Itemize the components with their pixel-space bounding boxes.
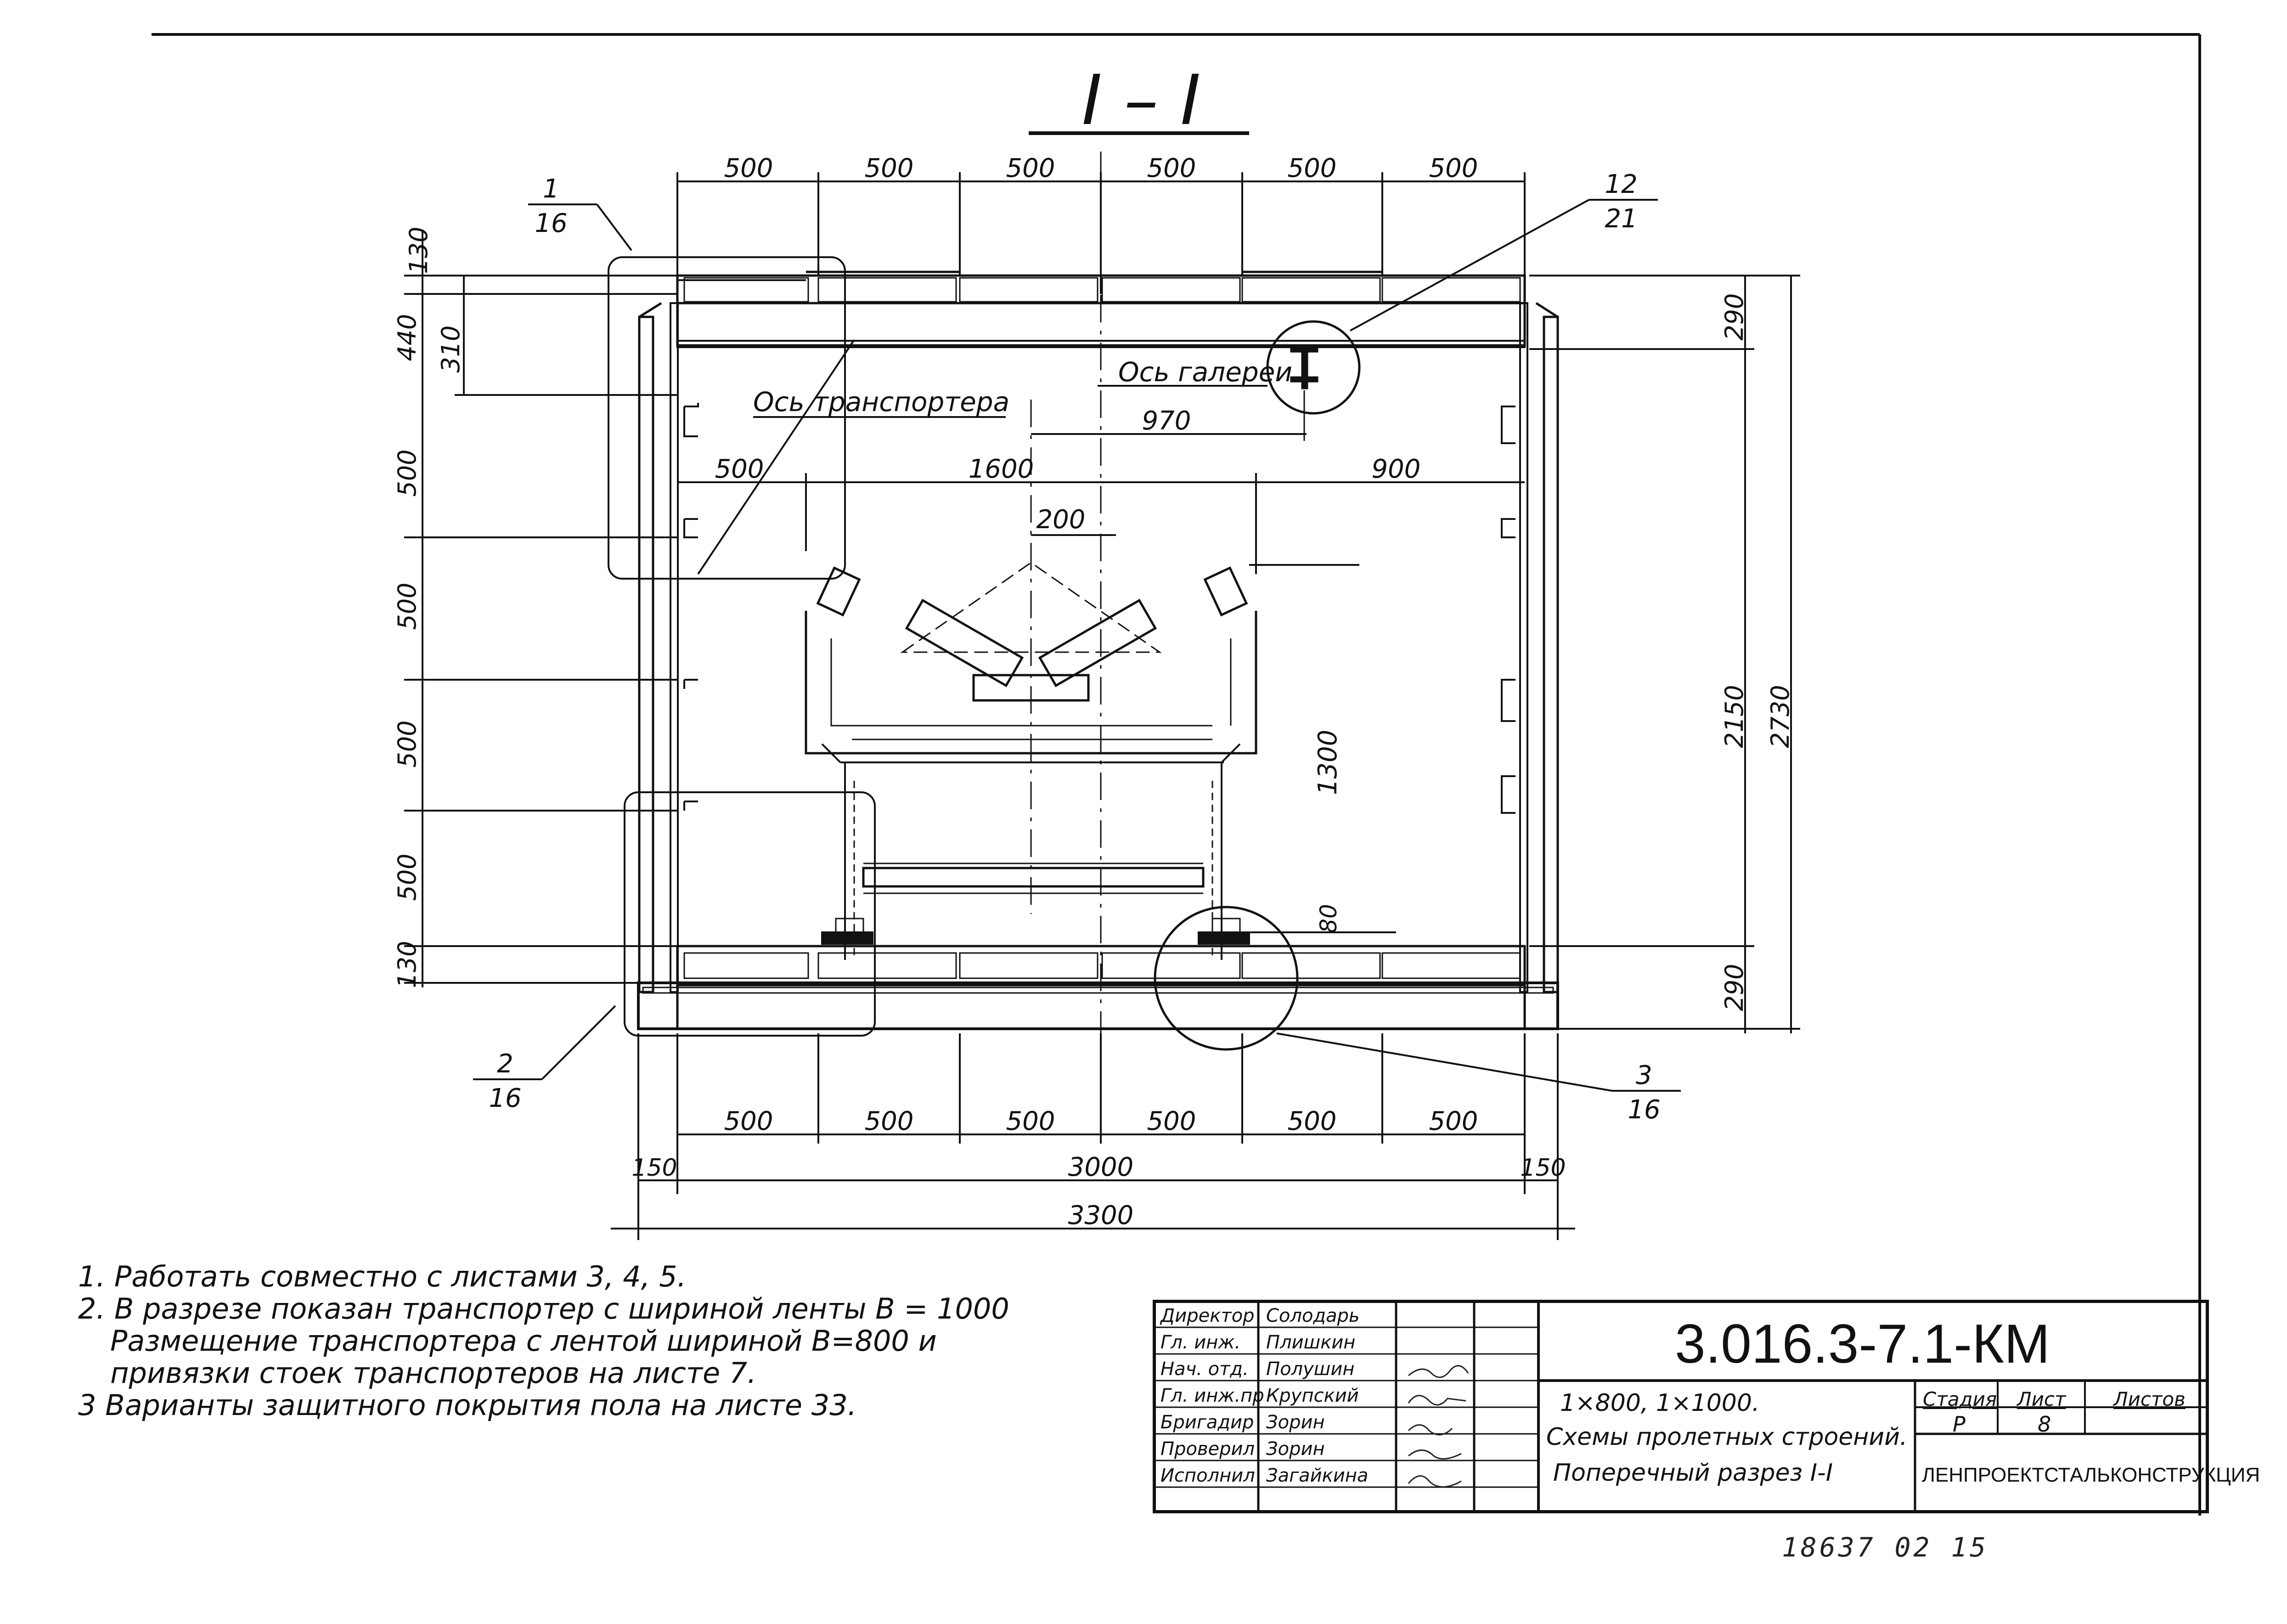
note-2-cont-2: привязки стоек транспортеров на листе 7. (110, 1356, 756, 1390)
callout-2-number: 2 (497, 1049, 513, 1079)
dim-bottom-3300: 3300 (1068, 1201, 1134, 1230)
section-title: I – I (1082, 61, 1201, 141)
dim-interior-900: 900 (1372, 454, 1421, 484)
stage-header: Стадия (1923, 1388, 1997, 1410)
left-dimension-chain (404, 230, 677, 987)
name-executed: Загайкина (1266, 1465, 1369, 1486)
bottom-dimension-chains (611, 1033, 1575, 1240)
dim-left-440: 440 (393, 314, 422, 361)
dim-right-2730: 2730 (1766, 685, 1795, 748)
archive-number: 18637 02 15 (1782, 1532, 1989, 1563)
sheet-value: 8 (2038, 1412, 2051, 1437)
dim-top-2: 500 (865, 153, 914, 183)
callout-2-sheet: 16 (489, 1083, 521, 1113)
role-team-lead: Бригадир (1160, 1412, 1254, 1433)
dim-conveyor-80: 80 (1315, 904, 1342, 933)
sheets-header: Листов (2113, 1388, 2186, 1410)
callout-3: 3 16 (1276, 1032, 1681, 1125)
dim-top-3: 500 (1006, 153, 1055, 183)
gallery-structure (637, 271, 1559, 1030)
label-axis-gallery: Ось галереи (1118, 356, 1292, 388)
dim-bottom-3: 500 (1006, 1106, 1055, 1136)
callout-1-number: 1 (543, 174, 559, 204)
dim-conveyor-200: 200 (1036, 505, 1086, 535)
dim-bottom-150-right: 150 (1520, 1154, 1566, 1182)
callout-3-sheet: 16 (1628, 1095, 1660, 1125)
dim-top-5: 500 (1288, 153, 1337, 183)
dim-conveyor-1300: 1300 (1313, 730, 1343, 795)
note-3: 3 Варианты защитного покрытия пола на ли… (78, 1388, 857, 1422)
detail-box-2 (624, 791, 876, 1037)
dim-axis-970: 970 (1142, 406, 1191, 436)
sheet-header: Лист (2017, 1388, 2066, 1410)
detail-circle-3 (1154, 906, 1299, 1051)
interior-dimensions (677, 385, 1525, 933)
dim-bottom-2: 500 (865, 1106, 914, 1136)
leader-axis-conveyor (697, 339, 855, 575)
note-1: 1. Работать совместно с листами 3, 4, 5. (78, 1260, 687, 1293)
role-executed: Исполнил (1160, 1465, 1255, 1486)
callout-12-sheet: 21 (1605, 204, 1637, 234)
dim-right-290-bottom: 290 (1720, 964, 1749, 1011)
description-line-3: Поперечный разрез I-I (1553, 1459, 1833, 1487)
dim-bottom-1: 500 (724, 1106, 773, 1136)
callout-1-sheet: 16 (535, 209, 567, 238)
dim-bottom-4: 500 (1147, 1106, 1196, 1136)
dim-right-2150: 2150 (1720, 685, 1749, 748)
role-dept-head: Нач. отд. (1160, 1359, 1249, 1380)
right-dimension-chain (1529, 275, 1800, 1033)
callout-12: 12 21 (1350, 169, 1658, 332)
organization: ЛЕНПРОЕКТСТАЛЬКОНСТРУКЦИЯ (1922, 1464, 2260, 1486)
dim-bottom-6: 500 (1429, 1106, 1478, 1136)
detail-circle-12 (1266, 320, 1361, 415)
name-dept-head: Полушин (1266, 1359, 1355, 1380)
role-chief-engineer: Гл. инж. (1160, 1332, 1241, 1353)
name-director: Солодарь (1266, 1305, 1360, 1326)
conveyor (805, 400, 1257, 960)
note-2: 2. В разрезе показан транспортер с ширин… (78, 1292, 1009, 1325)
top-dimension-chain: 500 500 500 500 500 500 (676, 153, 1526, 294)
callout-1: 1 16 (528, 174, 632, 251)
dim-interior-1600: 1600 (969, 454, 1034, 484)
general-notes: 1. Работать совместно с листами 3, 4, 5.… (78, 1261, 1134, 1421)
dim-top-1: 500 (724, 153, 773, 183)
dim-interior-500: 500 (715, 454, 764, 484)
dim-bottom-3000: 3000 (1068, 1152, 1134, 1182)
dim-right-290-top: 290 (1720, 293, 1749, 340)
gallery-axis-beam (1290, 346, 1318, 441)
dim-top-6: 500 (1429, 153, 1478, 183)
description-line-2: Схемы пролетных строений. (1546, 1423, 1908, 1451)
role-director: Директор (1160, 1305, 1255, 1326)
role-checked: Проверил (1160, 1438, 1255, 1460)
dim-left-310: 310 (436, 325, 465, 372)
role-chief-project-engineer: Гл. инж.пр (1160, 1385, 1264, 1406)
dim-bottom-5: 500 (1288, 1106, 1337, 1136)
dim-left-500-1: 500 (393, 449, 422, 496)
name-chief-project-engineer: Крупский (1266, 1385, 1359, 1406)
callout-12-number: 12 (1605, 169, 1637, 199)
label-axis-conveyor: Ось транспортера (753, 386, 1009, 417)
name-checked: Зорин (1266, 1438, 1325, 1460)
title-block-grid (1153, 1300, 2209, 1513)
signatures (1408, 1365, 1469, 1488)
description-line-1: 1×800, 1×1000. (1560, 1389, 1760, 1417)
document-code: 3.016.3-7.1-КМ (1675, 1313, 2050, 1375)
dim-left-500-4: 500 (393, 853, 422, 901)
dim-left-500-3: 500 (393, 720, 422, 767)
dim-left-130-top: 130 (404, 226, 433, 274)
title-block: Директор Гл. инж. Нач. отд. Гл. инж.пр Б… (1153, 1300, 2260, 1513)
note-2-cont-1: Размещение транспортера с лентой шириной… (110, 1324, 937, 1358)
dim-bottom-150-left: 150 (631, 1154, 677, 1182)
name-chief-engineer: Плишкин (1266, 1332, 1356, 1353)
dim-left-500-2: 500 (393, 582, 422, 630)
dim-top-4: 500 (1147, 153, 1196, 183)
name-team-lead: Зорин (1266, 1412, 1325, 1433)
callout-2: 2 16 (473, 1005, 616, 1113)
callout-3-number: 3 (1636, 1060, 1652, 1090)
dim-left-130-bottom: 130 (393, 941, 422, 988)
stage-value: Р (1953, 1412, 1966, 1437)
